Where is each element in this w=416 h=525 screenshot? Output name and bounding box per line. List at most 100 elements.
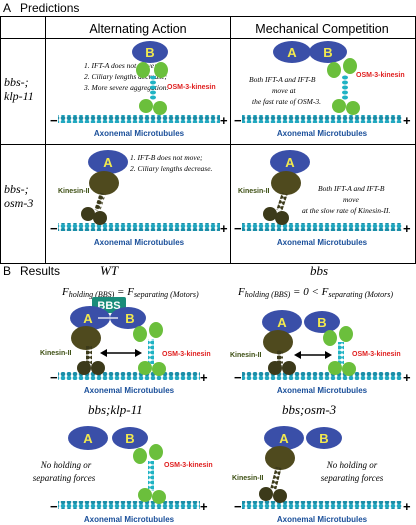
a2-complex: A B <box>273 41 360 115</box>
bbs-complex: A B <box>262 310 356 376</box>
bbs-klp11-note-2: separating forces <box>33 473 96 483</box>
a4-complex: A <box>263 150 310 225</box>
svg-text:A: A <box>285 155 295 170</box>
svg-text:A: A <box>83 431 93 446</box>
ift-a-particle <box>262 310 302 334</box>
a1-note-1: 1. IFT-A does not move; <box>84 61 156 70</box>
a2-microtubules: − + Axonemal Microtubules <box>234 113 411 138</box>
svg-text:−: − <box>50 499 58 514</box>
ift-a-particle <box>68 426 108 450</box>
bbs-osm3-label: OSM-3-kinesin <box>352 351 401 358</box>
ift-a-particle <box>273 41 311 63</box>
a4-note-3: at the slow rate of Kinesin-II. <box>302 206 390 215</box>
section-a-title: Predictions <box>20 1 79 15</box>
ift-b-particle <box>132 41 168 63</box>
bbs-klp11-title: bbs;klp-11 <box>88 402 143 417</box>
wt-complex: BBS A B <box>70 297 166 376</box>
svg-text:Axonemal Microtubules: Axonemal Microtubules <box>277 386 368 395</box>
bbs-klp11-note-1: No holding or <box>40 460 92 470</box>
svg-text:B: B <box>125 311 134 326</box>
a2-note-1: Both IFT-A and IFT-B <box>249 75 316 84</box>
a4-microtubules: − + Axonemal Microtubules <box>234 221 411 247</box>
col-header-mechanical: Mechanical Competition <box>255 22 388 36</box>
svg-text:−: − <box>50 221 58 236</box>
svg-text:B: B <box>323 45 332 60</box>
ift-b-particle <box>112 427 148 449</box>
a3-note-1: 1. IFT-B does not move; <box>130 153 203 162</box>
ift-b-particle <box>110 307 146 329</box>
svg-text:+: + <box>403 221 411 236</box>
svg-text:+: + <box>220 221 228 236</box>
a2-note-2: move at <box>272 86 296 95</box>
a1-note-3: 3. More severe aggregation. <box>83 83 168 92</box>
wt-title: WT <box>100 263 119 278</box>
section-b-title: Results <box>20 264 60 278</box>
svg-text:Axonemal Microtubules: Axonemal Microtubules <box>84 386 175 395</box>
a2-note-3: the fast rate of OSM-3. <box>252 97 321 106</box>
svg-text:−: − <box>234 113 242 128</box>
svg-text:+: + <box>200 370 208 385</box>
bbs-osm3-note-2: separating forces <box>321 473 384 483</box>
svg-text:+: + <box>200 499 208 514</box>
bbs-klp11-osm3-label: OSM-3-kinesin <box>164 462 213 469</box>
ift-b-particle <box>304 311 340 333</box>
svg-text:Axonemal Microtubules: Axonemal Microtubules <box>94 129 185 138</box>
row1-label-line2: klp-11 <box>4 89 34 103</box>
col-header-alternating: Alternating Action <box>89 22 186 36</box>
bbs-klp11-complex: A B <box>68 426 166 504</box>
ift-a-particle <box>264 426 304 450</box>
a1-osm3-label: OSM-3-kinesin <box>167 84 216 91</box>
a1-note-2: 2. Ciliary lengths decrease; <box>84 72 167 81</box>
a3-microtubules: − + Axonemal Microtubules <box>50 221 228 247</box>
a2-osm3-label: OSM-3-kinesin <box>356 72 405 79</box>
svg-text:A: A <box>277 315 287 330</box>
ift-b-particle <box>306 427 342 449</box>
a3-note-2: 2. Ciliary lengths decrease. <box>130 164 213 173</box>
a1-microtubules: − + Axonemal Microtubules <box>50 113 228 138</box>
svg-text:Axonemal Microtubules: Axonemal Microtubules <box>94 238 185 247</box>
bbs-equation: Fholding (BBS) = 0 < Fseparating (Motors… <box>237 286 393 299</box>
bbs-osm3-note-1: No holding or <box>326 460 378 470</box>
row2-label-line2: osm-3 <box>4 196 33 210</box>
svg-text:B: B <box>317 315 326 330</box>
svg-text:+: + <box>403 113 411 128</box>
svg-text:−: − <box>50 370 58 385</box>
wt-kinesin2-label: Kinesin-II <box>40 350 72 357</box>
svg-text:−: − <box>50 113 58 128</box>
svg-text:B: B <box>145 45 154 60</box>
svg-text:A: A <box>103 155 113 170</box>
bbs-osm3-kinesin2-label: Kinesin-II <box>232 475 264 482</box>
bbs-microtubules: − + Axonemal Microtubules <box>234 370 411 395</box>
svg-text:Axonemal Microtubules: Axonemal Microtubules <box>277 515 368 524</box>
svg-text:+: + <box>220 113 228 128</box>
wt-microtubules: − + Axonemal Microtubules <box>50 370 208 395</box>
bbs-title: bbs <box>310 263 328 278</box>
bbs-osm3-microtubules: − + Axonemal Microtubules <box>234 499 411 524</box>
bbs-klp11-microtubules: − + Axonemal Microtubules <box>50 499 208 524</box>
svg-text:−: − <box>234 499 242 514</box>
svg-text:A: A <box>279 431 289 446</box>
a4-note-2: move <box>343 195 359 204</box>
wt-osm3-label: OSM-3-kinesin <box>162 351 211 358</box>
svg-text:A: A <box>83 311 93 326</box>
svg-text:B: B <box>125 431 134 446</box>
wt-equation: Fholding (BBS) = Fseparating (Motors) <box>61 286 199 299</box>
ift-a-particle <box>88 150 128 174</box>
ift-b-particle <box>309 41 347 63</box>
row2-label-line1: bbs-; <box>4 182 29 196</box>
section-b-letter: B <box>3 264 11 278</box>
svg-text:−: − <box>234 221 242 236</box>
svg-text:Axonemal Microtubules: Axonemal Microtubules <box>277 238 368 247</box>
ift-a-particle <box>70 306 110 330</box>
svg-text:A: A <box>287 45 297 60</box>
bbs-osm3-title: bbs;osm-3 <box>282 402 337 417</box>
a1-osm3-motor: B <box>132 41 168 115</box>
svg-text:−: − <box>234 370 242 385</box>
section-a-letter: A <box>3 1 11 15</box>
bbs-osm3-complex: A B <box>259 426 342 503</box>
ift-a-particle <box>270 150 310 174</box>
svg-text:Axonemal Microtubules: Axonemal Microtubules <box>84 515 175 524</box>
a3-kinesin2-motor: A <box>81 150 128 225</box>
svg-text:Axonemal Microtubules: Axonemal Microtubules <box>277 129 368 138</box>
